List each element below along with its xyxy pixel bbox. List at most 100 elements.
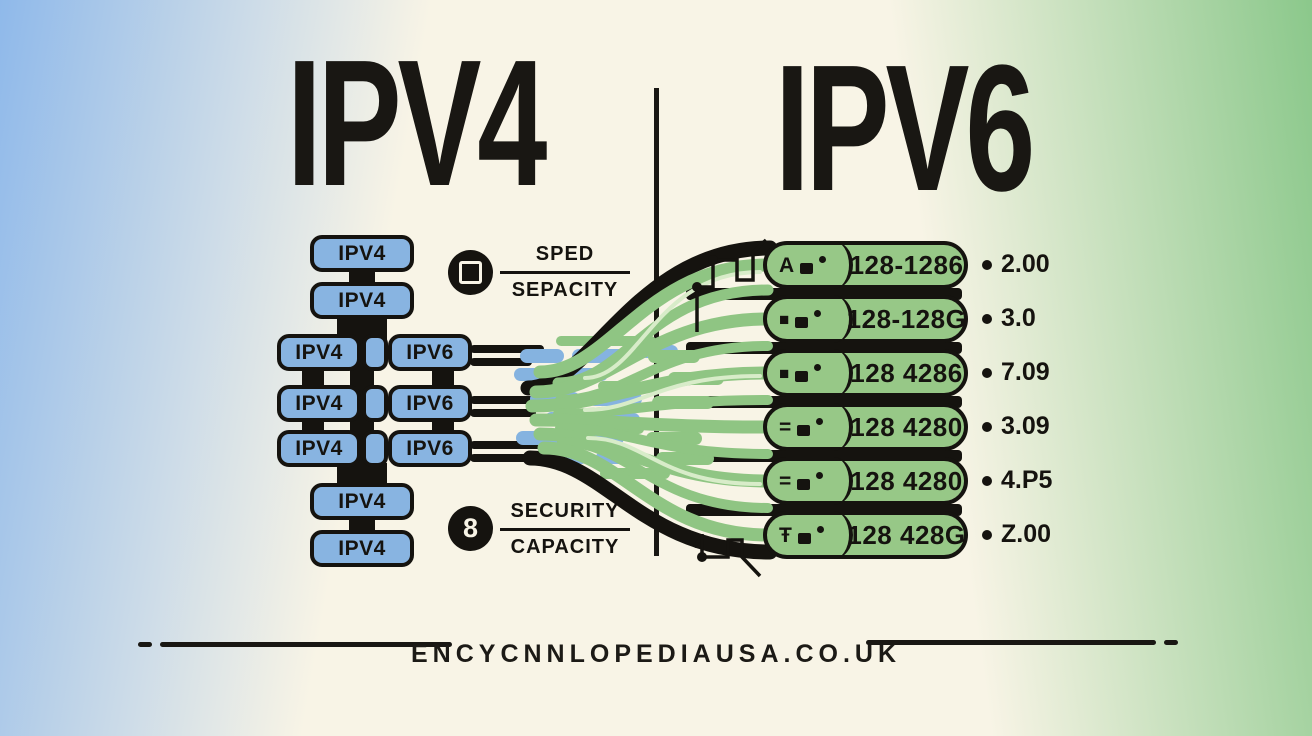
wire (470, 454, 530, 462)
address-text: 128-1286 (849, 249, 964, 280)
lobe-divider (831, 457, 853, 505)
ipv6-address-row: = 128 4280 (763, 457, 968, 505)
ipv4-node: IPV4 (310, 282, 414, 319)
address-type-icon: Ŧ (779, 515, 843, 555)
ipv6-node: IPV6 (388, 430, 472, 467)
wire (470, 358, 532, 366)
ipv6-node-label: IPV6 (406, 340, 454, 364)
number-8-badge: 8 (448, 506, 493, 551)
square-mark-icon (797, 424, 811, 436)
row-value: 2.00 (982, 250, 1050, 279)
connector (432, 368, 454, 388)
ipv6-address-row: ■ 128 4286 (763, 349, 968, 397)
bullet-icon (982, 313, 992, 324)
dot-mark-icon (816, 525, 824, 533)
square-outline-icon (448, 250, 493, 295)
ipv6-address-row: Ŧ 128 428G (763, 511, 968, 559)
row-value: Z.00 (982, 520, 1051, 549)
value-text: 3.0 (1001, 304, 1036, 332)
badge-number: 8 (462, 513, 479, 543)
square-mark-icon (797, 532, 811, 544)
dot-mark-icon (814, 309, 822, 317)
ipv4-title: IPV4 (286, 23, 548, 224)
connector (432, 419, 454, 433)
row-value: 3.0 (982, 304, 1036, 333)
bullet-icon (982, 475, 992, 486)
address-type-icon: = (779, 407, 843, 447)
circuit-trace-top (695, 238, 768, 332)
value-text: 4.P5 (1001, 466, 1053, 494)
value-text: 7.09 (1001, 358, 1050, 386)
ipv4-node-label: IPV4 (338, 288, 386, 312)
bullet-icon (982, 259, 992, 270)
ipv4-node-label: IPV4 (295, 436, 343, 460)
ipv4-node-label: IPV4 (338, 241, 386, 265)
footer-rule (866, 640, 1156, 645)
square-mark-icon (800, 262, 814, 274)
address-type-icon: A (779, 245, 843, 285)
ipv6-title: IPV6 (774, 28, 1036, 229)
row-value: 4.P5 (982, 466, 1052, 495)
callout-top-label: SECURITY (510, 500, 620, 522)
value-text: Z.00 (1001, 520, 1052, 548)
callout-speed: SPED SEPACITY (500, 243, 630, 302)
flow-dash (600, 468, 670, 479)
ipv6-address-row: A 128-1286 (763, 241, 968, 289)
pair-connector-node (362, 334, 388, 371)
circuit-node-dot (692, 282, 702, 292)
value-text: 2.00 (1001, 250, 1050, 278)
pair-connector-node (362, 385, 388, 422)
ipv4-node-label: IPV4 (338, 536, 386, 560)
ipv4-node: IPV4 (310, 235, 414, 272)
address-text: 128 4280 (850, 465, 963, 496)
ipv4-node: IPV4 (277, 430, 361, 467)
row-value: 7.09 (982, 358, 1050, 387)
type-glyph: Ŧ (779, 523, 792, 547)
callout-security: SECURITY CAPACITY (500, 500, 630, 559)
ipv6-node-label: IPV6 (406, 436, 454, 460)
type-glyph: = (779, 415, 792, 439)
ipv6-address-row: ■ 128-128G (763, 295, 968, 343)
dot-mark-icon (819, 255, 827, 263)
wire (470, 441, 546, 449)
ipv4-node-label: IPV4 (338, 489, 386, 513)
address-text: 128 428G (847, 519, 966, 550)
wire (470, 409, 536, 417)
callout-divider (500, 271, 630, 274)
square-mark-icon (797, 478, 811, 490)
address-type-icon: = (779, 461, 843, 501)
footer-site: ENCYCNNLOPEDIAUSA.CO.UK (410, 640, 902, 668)
type-glyph: = (779, 469, 792, 493)
wire (470, 396, 550, 404)
bullet-icon (982, 421, 992, 432)
pair-connector-node (362, 430, 388, 467)
ipv6-node-label: IPV6 (406, 391, 454, 415)
callout-divider (500, 528, 630, 531)
address-text: 128 4286 (850, 357, 963, 388)
footer-rule (160, 642, 452, 647)
ipv6-address-row: = 128 4280 (763, 403, 968, 451)
wire (470, 345, 544, 353)
lobe-divider (831, 403, 853, 451)
ipv6-node: IPV6 (388, 385, 472, 422)
footer-dash (138, 642, 152, 647)
ipv4-node-label: IPV4 (295, 391, 343, 415)
address-text: 128-128G (846, 303, 967, 334)
ipv4-node: IPV4 (277, 385, 361, 422)
address-type-icon: ■ (779, 299, 843, 339)
address-text: 128 4280 (850, 411, 963, 442)
square-mark-icon (795, 370, 809, 382)
type-glyph: ■ (779, 309, 790, 329)
bullet-icon (982, 529, 992, 540)
dot-mark-icon (816, 471, 824, 479)
circuit-node-dot (697, 552, 707, 562)
callout-top-label: SPED (535, 243, 595, 265)
lobe-divider (831, 241, 853, 289)
lobe-divider (831, 295, 853, 343)
ipv4-node: IPV4 (310, 530, 414, 567)
ipv6-node: IPV6 (388, 334, 472, 371)
type-glyph: A (779, 253, 795, 277)
lobe-divider (831, 511, 853, 559)
type-glyph: ■ (779, 363, 790, 383)
